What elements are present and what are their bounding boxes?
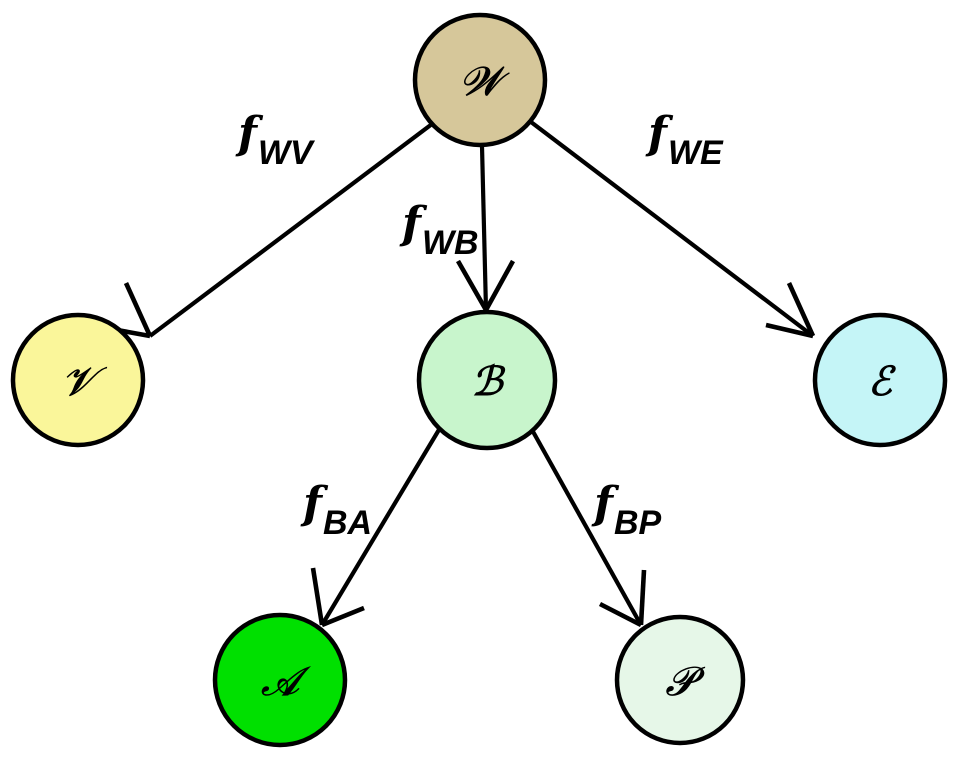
node-circle-A[interactable]	[212, 612, 348, 748]
node-circle-W[interactable]	[412, 12, 548, 148]
edge-W-E[interactable]: fWE	[529, 108, 816, 339]
arrowhead-barb-left-B-A	[310, 567, 325, 626]
arrowhead-barb-right-B-A	[321, 605, 365, 628]
arrowhead-barb-left-W-B	[456, 259, 488, 312]
edge-label-sub-W-B: WB	[422, 224, 479, 262]
edge-B-P[interactable]: fBP	[529, 426, 661, 628]
edge-label-W-B: fWB	[399, 198, 479, 262]
edge-label-W-V: fWV	[235, 108, 316, 172]
node-circle-E[interactable]	[812, 312, 948, 448]
node-label-B: ℬ	[471, 359, 505, 405]
edge-label-sub-B-P: BP	[614, 504, 662, 542]
arrowhead-barb-left-W-V	[123, 282, 153, 337]
edge-B-A[interactable]: fBA	[300, 426, 442, 628]
node-label-E: ℰ	[868, 359, 896, 405]
edge-label-sub-W-E: WE	[668, 134, 724, 172]
node-B[interactable]: ℬ	[416, 309, 558, 451]
node-circle-P[interactable]	[614, 614, 746, 746]
edge-label-B-P: fBP	[591, 478, 661, 542]
edge-line-W-V	[148, 122, 434, 338]
edge-line-W-E	[529, 120, 815, 338]
arrowhead-barb-left-W-E	[786, 282, 816, 337]
edge-label-sub-B-A: BA	[323, 504, 372, 542]
node-P[interactable]: 𝒫	[614, 614, 746, 746]
edge-label-sub-W-V: WV	[258, 134, 316, 172]
edge-label-W-E: fWE	[645, 108, 724, 172]
node-V[interactable]: 𝒱	[10, 312, 146, 448]
arrowhead-barb-right-W-B	[483, 259, 516, 312]
edge-line-B-P	[529, 426, 643, 627]
node-circle-B[interactable]	[416, 309, 558, 451]
edge-line-B-A	[320, 426, 442, 627]
node-circle-V[interactable]	[10, 312, 146, 448]
node-A[interactable]: 𝒜	[212, 612, 348, 748]
arrowhead-barb-right-W-E	[765, 322, 814, 339]
arrowhead-barb-left-B-P	[638, 569, 647, 626]
arrowhead-barb-right-B-P	[598, 601, 643, 628]
node-E[interactable]: ℰ	[812, 312, 948, 448]
edge-label-B-A: fBA	[300, 478, 372, 542]
edge-W-V[interactable]: fWV	[89, 108, 434, 339]
node-W[interactable]: 𝒲	[412, 12, 548, 148]
edge-W-B[interactable]: fWB	[399, 145, 516, 312]
edge-line-W-B	[479, 145, 489, 311]
